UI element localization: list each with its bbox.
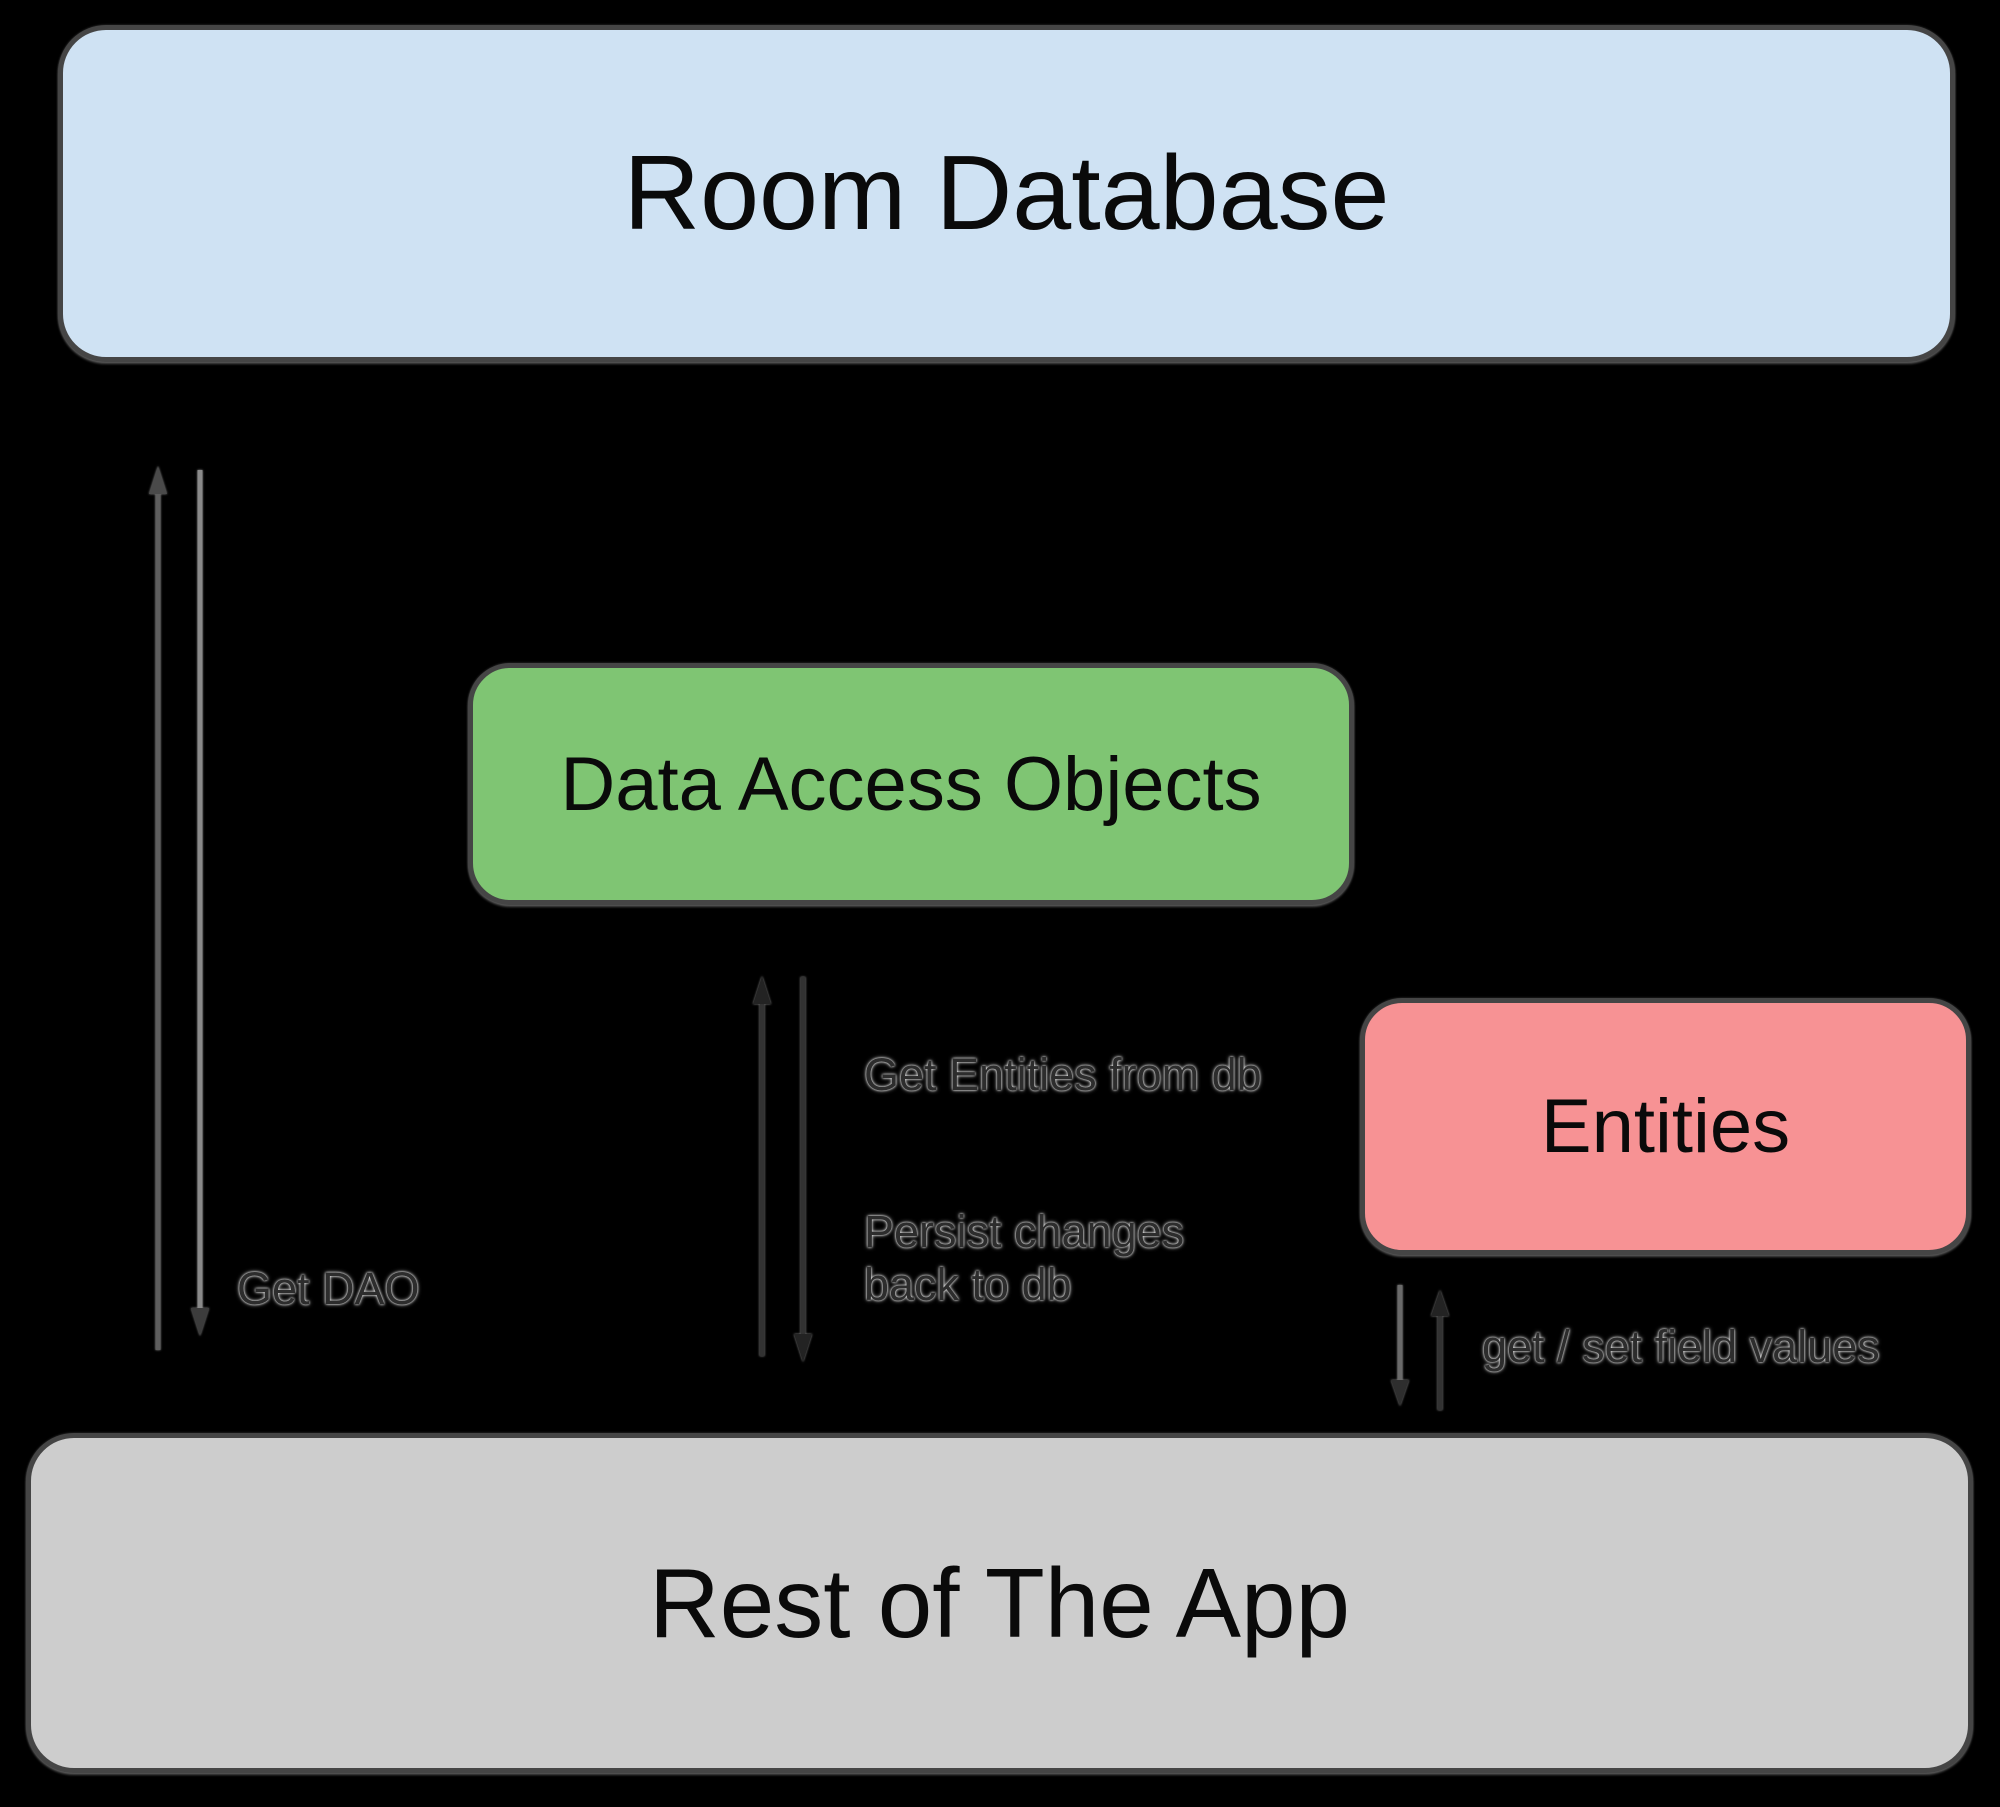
arrow-get-set-up-icon <box>1431 1290 1449 1410</box>
edge-label-persist-changes: Persist changes back to db <box>864 1206 1185 1311</box>
node-rest-of-the-app: Rest of The App <box>26 1433 1973 1773</box>
node-room-database-label: Room Database <box>623 134 1390 252</box>
node-entities-label: Entities <box>1540 1084 1791 1169</box>
node-room-database: Room Database <box>58 25 1955 362</box>
arrow-get-dao-down-icon <box>191 470 209 1336</box>
arrow-persist-down-icon <box>794 977 812 1362</box>
node-data-access-objects: Data Access Objects <box>468 663 1354 905</box>
edge-label-get-dao: Get DAO <box>237 1263 420 1314</box>
node-entities: Entities <box>1360 998 1971 1255</box>
arrow-get-dao-up-icon <box>149 466 167 1350</box>
edge-label-get-entities-from-db: Get Entities from db <box>864 1049 1262 1100</box>
arrow-get-entities-up-icon <box>753 976 771 1356</box>
node-data-access-objects-label: Data Access Objects <box>560 741 1262 827</box>
node-rest-of-the-app-label: Rest of The App <box>649 1547 1350 1658</box>
edge-label-get-set-field-values: get / set field values <box>1482 1321 1880 1372</box>
arrow-get-set-down-icon <box>1391 1285 1409 1406</box>
